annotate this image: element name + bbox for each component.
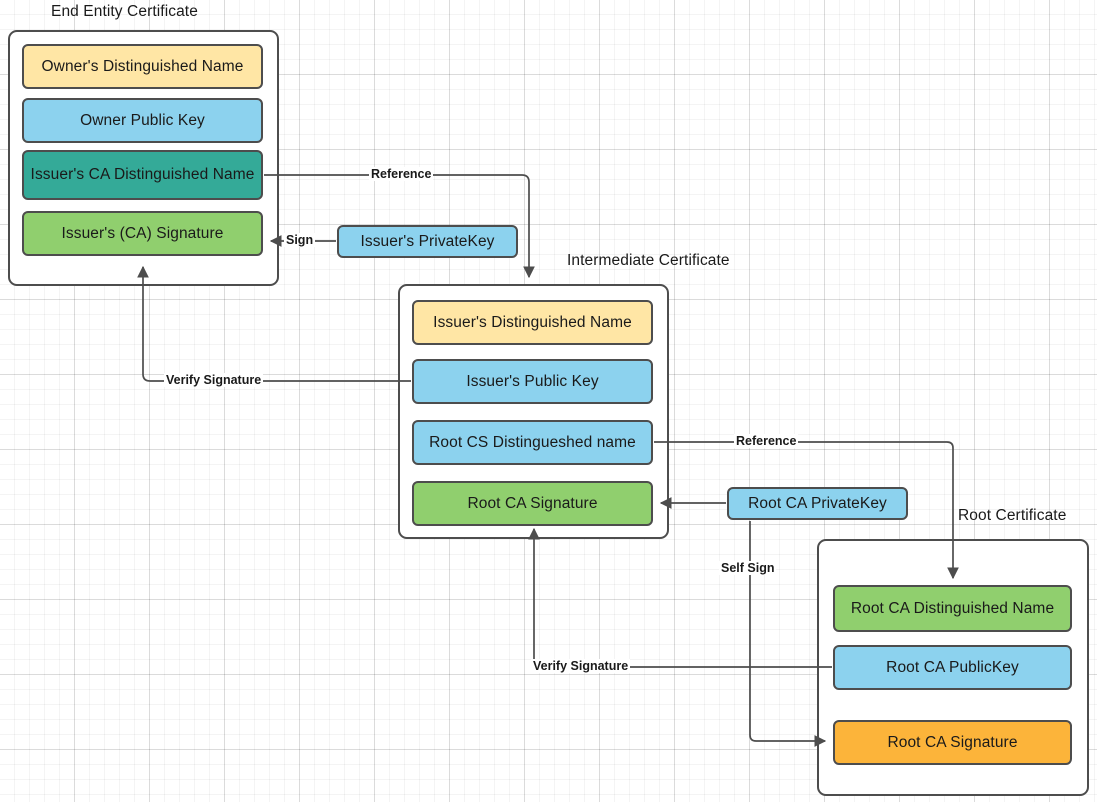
node-issuer-privatekey[interactable]: Issuer's PrivateKey <box>337 225 518 258</box>
edge-label-self-sign: Self Sign <box>719 561 777 575</box>
node-root-ca-signature-intermediate[interactable]: Root CA Signature <box>412 481 653 526</box>
edge-label-verify-2: Verify Signature <box>531 659 631 673</box>
connector-verify-1 <box>137 265 411 382</box>
edge-label-verify-1: Verify Signature <box>164 373 264 387</box>
node-owner-public-key[interactable]: Owner Public Key <box>22 98 263 143</box>
group-title-end-entity: End Entity Certificate <box>51 3 198 20</box>
node-issuer-ca-signature[interactable]: Issuer's (CA) Signature <box>22 211 263 256</box>
connector-self-sign <box>749 521 827 747</box>
connector-reference-2 <box>654 441 959 580</box>
node-issuer-distinguished-name[interactable]: Issuer's Distinguished Name <box>412 300 653 345</box>
node-root-ca-privatekey[interactable]: Root CA PrivateKey <box>727 487 908 520</box>
node-root-ca-signature[interactable]: Root CA Signature <box>833 720 1072 765</box>
edge-label-reference-2: Reference <box>734 434 799 448</box>
connector-reference-1 <box>264 174 535 279</box>
group-title-root: Root Certificate <box>958 507 1067 524</box>
node-owner-distinguished-name[interactable]: Owner's Distinguished Name <box>22 44 263 89</box>
edge-label-reference-1: Reference <box>369 167 434 181</box>
group-title-intermediate: Intermediate Certificate <box>567 252 730 269</box>
node-root-ca-distinguished-name[interactable]: Root CA Distinguished Name <box>833 585 1072 632</box>
node-issuer-ca-distinguished-name[interactable]: Issuer's CA Distinguished Name <box>22 150 263 200</box>
node-issuer-public-key[interactable]: Issuer's Public Key <box>412 359 653 404</box>
connector-verify-2 <box>528 527 832 668</box>
edge-label-sign-1: Sign <box>284 233 316 247</box>
node-root-cs-distinguished-name[interactable]: Root CS Distingueshed name <box>412 420 653 465</box>
node-root-ca-publickey[interactable]: Root CA PublicKey <box>833 645 1072 690</box>
